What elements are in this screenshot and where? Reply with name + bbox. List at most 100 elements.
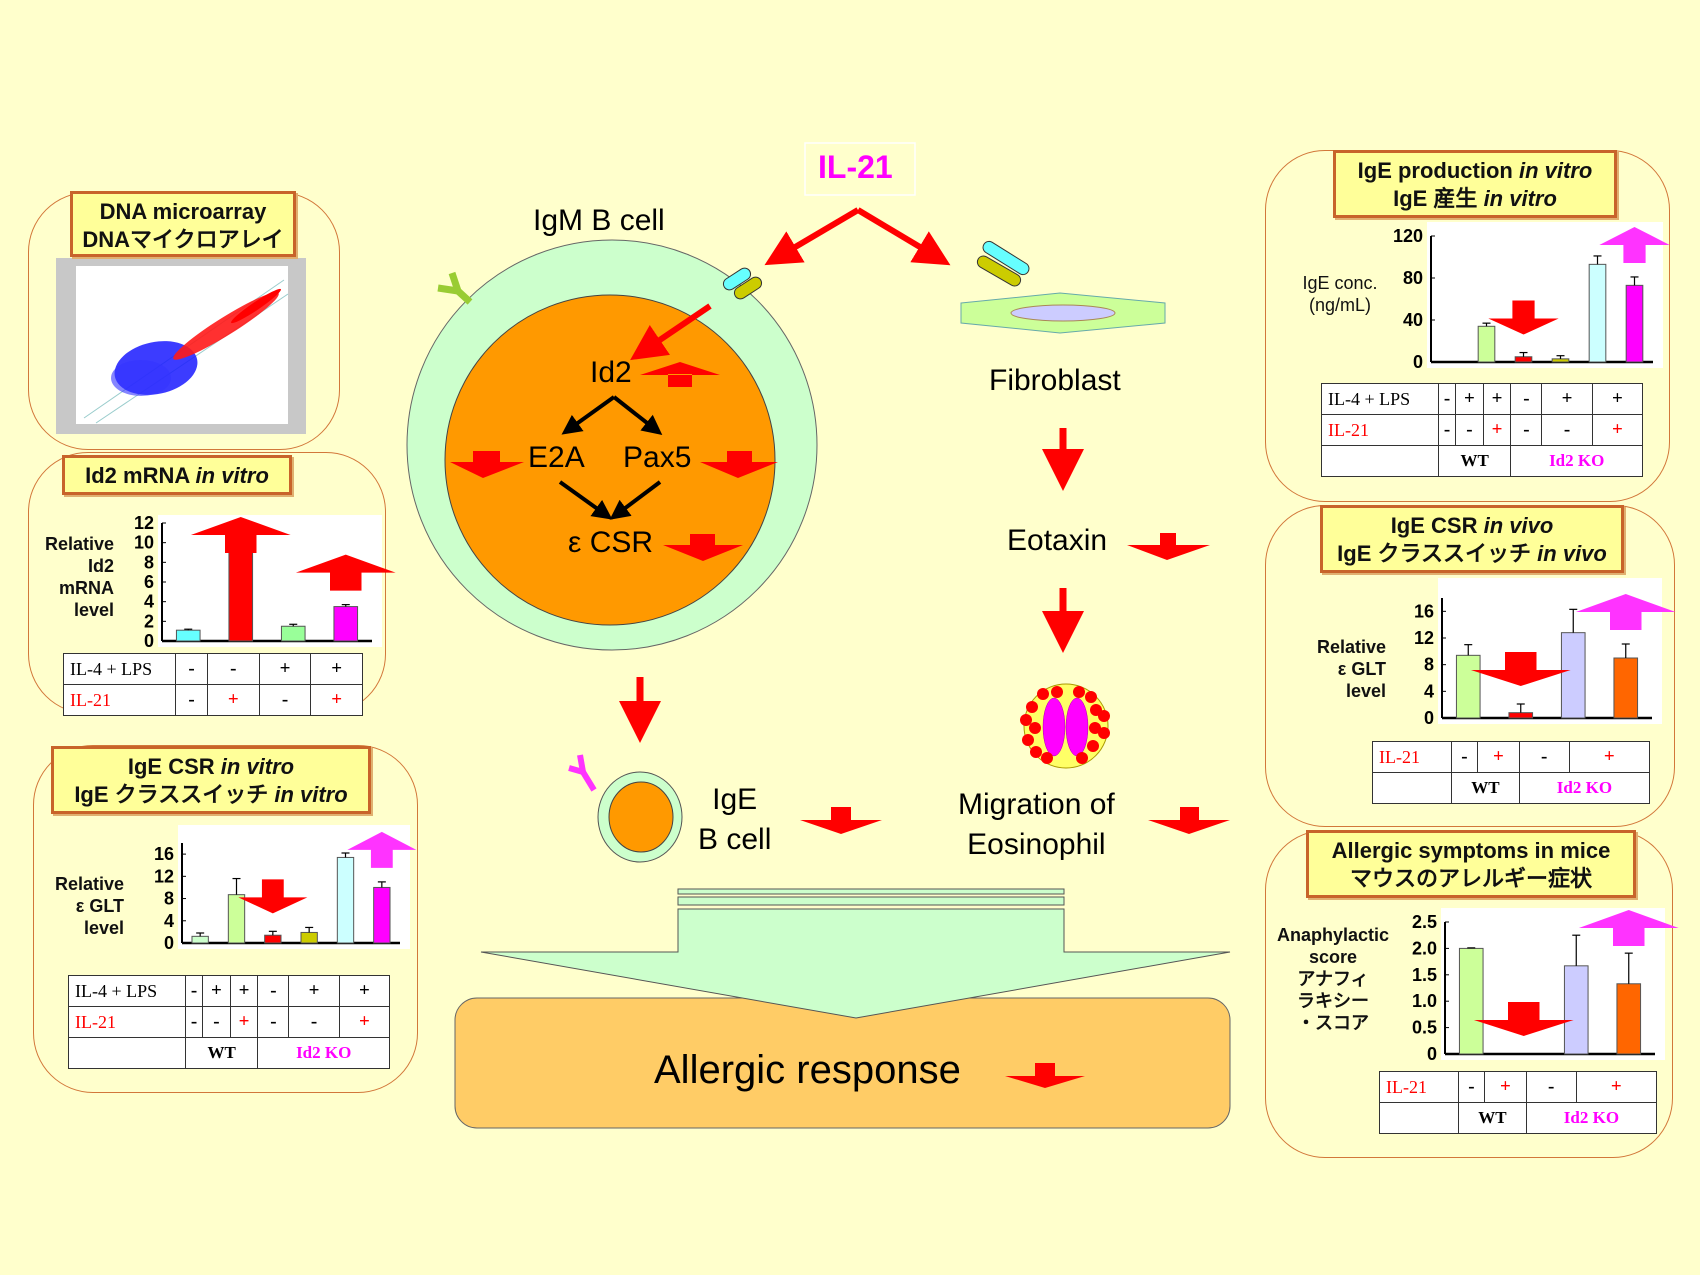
y-tick-label: 2.0 bbox=[1412, 938, 1437, 958]
conditions-row-genotype: WT Id2 KO bbox=[1321, 445, 1643, 477]
y-tick-label: 2.5 bbox=[1412, 912, 1437, 932]
y-tick-label: 0 bbox=[1427, 1044, 1437, 1064]
pax5-label: Pax5 bbox=[623, 441, 692, 474]
ige-bcell-down-arrow bbox=[800, 807, 882, 834]
y-tick-label: 6 bbox=[144, 572, 154, 592]
ige-production-chart: 0 40 80 120 bbox=[1393, 222, 1670, 372]
y-tick-label: 16 bbox=[1414, 601, 1434, 621]
y-tick-label: 1.0 bbox=[1412, 991, 1437, 1011]
bar bbox=[264, 934, 282, 944]
allergic-response-label: Allergic response bbox=[654, 1048, 961, 1092]
fibroblast-label: Fibroblast bbox=[989, 364, 1121, 397]
allergic-response-down-arrow bbox=[1005, 1063, 1085, 1088]
conditions-row-il4-lps: IL-4 + LPS - - + + bbox=[63, 653, 363, 685]
pax5-to-csr-arrow bbox=[609, 480, 662, 520]
bar bbox=[175, 629, 201, 642]
conditions-row-genotype: WT Id2 KO bbox=[1379, 1102, 1658, 1134]
y-tick-label: 8 bbox=[164, 889, 174, 909]
csr-label: ε CSR bbox=[568, 526, 654, 559]
ige-csr-vivo-chart: 0 4 8 12 16 bbox=[1414, 578, 1676, 728]
id2-mrna-ylabel: Relative Id2 mRNA level bbox=[44, 534, 114, 620]
id2-up-arrow bbox=[640, 362, 720, 387]
il21-arrow-to-fibroblast bbox=[856, 207, 951, 266]
csr-down-arrow bbox=[663, 534, 743, 561]
conditions-row-il21: IL-21 - - + - - + bbox=[68, 1006, 391, 1038]
bar bbox=[1508, 712, 1534, 719]
bar bbox=[227, 894, 246, 944]
bar bbox=[300, 931, 318, 944]
e2a-down-arrow bbox=[450, 451, 524, 478]
y-tick-label: 40 bbox=[1403, 310, 1423, 330]
y-tick-label: 0 bbox=[164, 933, 174, 953]
y-tick-label: 8 bbox=[144, 552, 154, 572]
microarray-title: DNA microarray DNAマイクロアレイ bbox=[70, 191, 296, 257]
y-tick-label: 16 bbox=[154, 844, 174, 864]
id2-mrna-conditions-table: IL-4 + LPS - - + + IL-21 - + - + bbox=[63, 653, 363, 716]
up-arrow-indicator bbox=[190, 517, 291, 553]
il21-receptor-icon bbox=[722, 267, 763, 300]
eosinophil-down-arrow bbox=[1148, 807, 1230, 834]
allergic-symptoms-chart: 0 0.5 1.0 1.5 2.0 2.5 bbox=[1412, 908, 1679, 1064]
il21-label-box bbox=[804, 142, 916, 196]
migration-label: Migration of Eosinophil bbox=[958, 788, 1115, 861]
y-tick-label: 0 bbox=[144, 631, 154, 651]
pax5-down-arrow bbox=[700, 451, 778, 478]
y-tick-label: 0.5 bbox=[1412, 1018, 1437, 1038]
bar bbox=[336, 856, 355, 944]
y-tick-label: 1.5 bbox=[1412, 965, 1437, 985]
convergence-arrow bbox=[677, 888, 1065, 906]
y-tick-label: 8 bbox=[1424, 655, 1434, 675]
y-tick-label: 80 bbox=[1403, 268, 1423, 288]
y-tick-label: 12 bbox=[134, 513, 154, 533]
bar bbox=[1625, 284, 1644, 363]
conditions-row-il21: IL-21 - - + - - + bbox=[1321, 414, 1644, 446]
e2a-label: E2A bbox=[528, 441, 585, 474]
up-arrow-indicator bbox=[1599, 226, 1670, 263]
up-arrow-indicator bbox=[347, 831, 417, 868]
bar bbox=[373, 886, 391, 944]
ige-csr-vivo-ylabel: Relative ε GLT level bbox=[1316, 637, 1386, 701]
id2-to-e2a-arrow bbox=[561, 395, 616, 435]
id2-mrna-title: Id2 mRNA in vitro bbox=[62, 455, 292, 495]
ige-csr-vitro-title: IgE CSR in vitro IgE クラススイッチ in vitro bbox=[51, 746, 371, 814]
y-tick-label: 4 bbox=[164, 911, 174, 931]
ige-production-conditions-table: IL-4 + LPS - + + - + + IL-21 - - + - - +… bbox=[1321, 383, 1644, 477]
ige-bcell-icon bbox=[568, 754, 683, 863]
y-tick-label: 120 bbox=[1393, 226, 1423, 246]
scatter-plot-graphic bbox=[76, 266, 289, 424]
eotaxin-down-arrow bbox=[1127, 533, 1210, 560]
up-arrow-indicator bbox=[1578, 910, 1679, 946]
y-tick-label: 4 bbox=[144, 592, 154, 612]
down-arrow-indicator bbox=[1488, 300, 1559, 335]
y-tick-label: 12 bbox=[154, 866, 174, 886]
signal-arrow-to-id2 bbox=[630, 303, 712, 361]
bar bbox=[1588, 263, 1607, 363]
allergic-symptoms-ylabel: Anaphylactic score アナフィ ラキシー ・スコア bbox=[1276, 925, 1390, 1033]
id2-label: Id2 bbox=[590, 356, 632, 389]
y-tick-label: 0 bbox=[1413, 352, 1423, 372]
ige-csr-vitro-conditions-table: IL-4 + LPS - + + - + + IL-21 - - + - - +… bbox=[68, 975, 391, 1069]
conditions-row-il21: IL-21 - + - + bbox=[1372, 741, 1651, 773]
ige-csr-vivo-title: IgE CSR in vivo IgE クラススイッチ in vivo bbox=[1320, 505, 1624, 573]
y-tick-label: 4 bbox=[1424, 681, 1434, 701]
up-arrow-indicator bbox=[295, 554, 396, 591]
y-tick-label: 10 bbox=[134, 533, 154, 553]
y-tick-label: 0 bbox=[1424, 708, 1434, 728]
ige-csr-vitro-ylabel: Relative ε GLT level bbox=[54, 874, 124, 938]
convergence-arrow-head bbox=[480, 908, 1231, 1019]
allergic-symptoms-title: Allergic symptoms in mice マウスのアレルギー症状 bbox=[1306, 830, 1636, 898]
down-arrow-indicator bbox=[1473, 1002, 1574, 1036]
ige-bcell-label: IgE B cell bbox=[698, 783, 772, 856]
igm-bcell-label: IgM B cell bbox=[533, 204, 665, 237]
il21-label: IL-21 bbox=[818, 149, 893, 185]
e2a-to-csr-arrow bbox=[558, 480, 613, 520]
conditions-row-genotype: WT Id2 KO bbox=[68, 1037, 390, 1069]
conditions-row-genotype: WT Id2 KO bbox=[1372, 772, 1651, 804]
y-tick-label: 12 bbox=[1414, 628, 1434, 648]
conditions-row-il21: IL-21 - + - + bbox=[63, 684, 363, 716]
ige-production-ylabel: IgE conc. (ng/mL) bbox=[1302, 273, 1378, 315]
ige-csr-vivo-conditions-table: IL-21 - + - + WT Id2 KO bbox=[1372, 741, 1651, 804]
